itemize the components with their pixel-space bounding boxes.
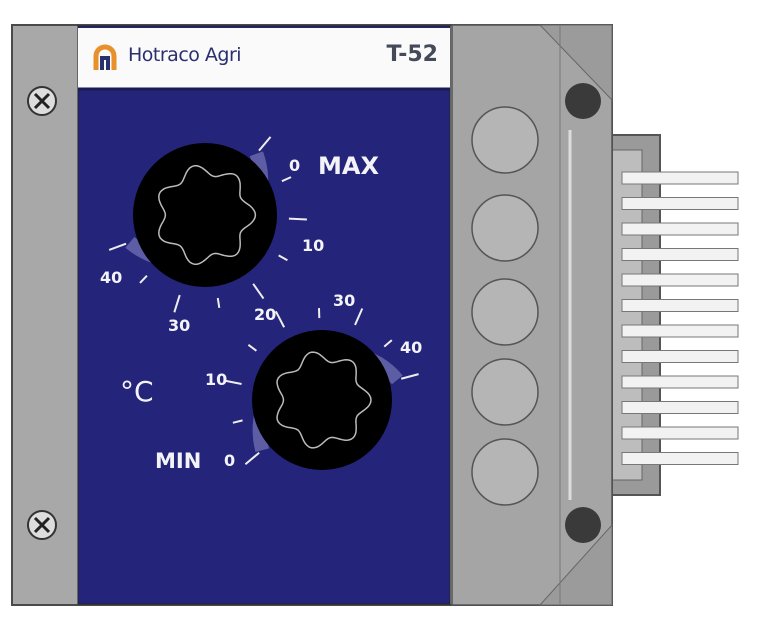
connector-fin <box>621 171 739 185</box>
knob[interactable] <box>252 330 392 470</box>
terminal-hole <box>471 106 539 174</box>
min-dial[interactable] <box>223 308 419 470</box>
terminal-hole <box>471 358 539 426</box>
dial-tick <box>354 308 364 326</box>
max-dial[interactable] <box>108 136 307 313</box>
dial-tick <box>108 242 127 251</box>
mount-dot-top <box>565 83 601 119</box>
dial-tick <box>252 283 265 300</box>
terminal-hole <box>471 278 539 346</box>
dial-tick <box>173 294 181 313</box>
unit-label: °C <box>120 375 154 408</box>
dial-tick <box>288 217 307 221</box>
terminal-hole <box>471 194 539 262</box>
connector-fin <box>621 273 739 287</box>
dial-tick <box>139 274 148 284</box>
max-tick-0: 0 <box>289 156 301 175</box>
brand-name: Hotraco Agri <box>128 44 242 66</box>
knob-grip-icon <box>276 351 372 449</box>
mount-dot-bottom <box>565 507 601 543</box>
min-tick-0: 0 <box>224 451 236 470</box>
min-tick-10: 10 <box>205 370 228 389</box>
front-panel <box>77 25 451 605</box>
screw-icon <box>27 510 57 540</box>
max-tick-40: 40 <box>100 268 123 287</box>
connector-fin <box>621 324 739 338</box>
terminal-hole <box>471 438 539 506</box>
terminal-block <box>451 24 613 606</box>
max-tick-20: 20 <box>254 305 277 324</box>
dial-tick <box>232 419 243 424</box>
connector-fins <box>604 134 739 496</box>
dial-tick <box>216 297 221 309</box>
connector-fin <box>621 375 739 389</box>
connector-fin <box>621 426 739 440</box>
dial-tick <box>244 451 260 466</box>
connector-fin <box>621 222 739 236</box>
dial-tick <box>383 339 393 348</box>
header-strip <box>78 28 450 88</box>
dial-tick <box>278 254 288 262</box>
screw-icon <box>27 86 57 116</box>
dial-tick <box>247 343 258 352</box>
max-tick-10: 10 <box>302 236 325 255</box>
knob-grip-icon <box>158 164 257 266</box>
dial-tick <box>400 373 419 380</box>
min-tick-40: 40 <box>400 338 423 357</box>
connector-fin <box>621 452 739 465</box>
connector-fin <box>621 401 739 414</box>
model-number: T-52 <box>386 42 438 67</box>
hotraco-logo-icon <box>93 44 117 70</box>
dial-tick <box>281 176 292 183</box>
max-label: MAX <box>318 152 379 180</box>
max-tick-30: 30 <box>168 316 191 335</box>
dial-tick <box>258 136 272 152</box>
dial-tick <box>223 379 242 385</box>
connector-fin <box>621 350 739 363</box>
knob[interactable] <box>133 143 277 287</box>
min-label: MIN <box>155 449 202 473</box>
connector-fin <box>621 248 739 261</box>
min-tick-30: 30 <box>333 291 356 310</box>
dial-tick <box>274 310 286 328</box>
connector-fin <box>621 299 739 312</box>
connector-fin <box>621 197 739 210</box>
